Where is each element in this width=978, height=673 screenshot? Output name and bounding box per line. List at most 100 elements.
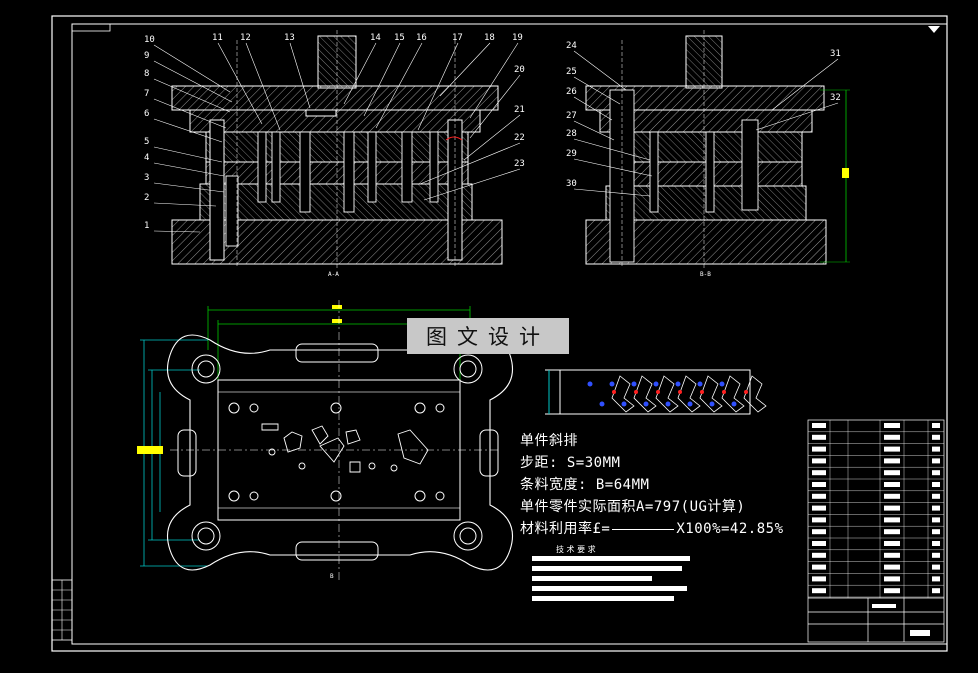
note-line-5: 材料利用率£= X100%=42.85% <box>520 518 784 538</box>
leader-line <box>417 42 459 131</box>
leader-line <box>153 44 231 93</box>
note-line-2: 步距: S=30MM <box>520 455 621 471</box>
leader-line <box>153 78 231 113</box>
part-label: 7 <box>144 89 149 99</box>
pilot-hole <box>621 401 627 407</box>
leader-line <box>153 146 223 163</box>
section-label-b: B-B <box>700 271 711 278</box>
note-line-1: 单件斜排 <box>520 433 578 449</box>
leader-line <box>153 230 201 233</box>
pilot-hole <box>643 401 649 407</box>
part-label: 1 <box>144 221 149 231</box>
part-label: 19 <box>512 33 523 43</box>
part-label: 30 <box>566 179 577 189</box>
part-label: 15 <box>394 33 405 43</box>
part-label: 26 <box>566 87 577 97</box>
leader-line <box>363 42 401 117</box>
part-label: 25 <box>566 67 577 77</box>
part-label: 20 <box>514 65 525 75</box>
part-label: 6 <box>144 109 149 119</box>
section-label-a: A-A <box>328 271 339 278</box>
leader-line <box>423 168 521 201</box>
note-line-4: 单件零件实际面积A=797(UG计算) <box>520 499 746 515</box>
part-label: 24 <box>566 41 577 51</box>
leader-line <box>771 58 839 111</box>
leader-line <box>469 42 519 119</box>
leader-line <box>469 74 521 139</box>
note-line-3: 条料宽度: B=64MM <box>520 477 650 493</box>
pilot-hole <box>709 401 715 407</box>
section-view-b <box>585 30 850 268</box>
strip-part <box>743 375 767 413</box>
leader-line <box>153 202 217 207</box>
leader-lines-side <box>573 50 839 197</box>
part-label: 4 <box>144 153 149 163</box>
part-label: 17 <box>452 33 463 43</box>
leader-line <box>153 118 223 143</box>
marker-hole <box>656 390 660 394</box>
leader-line <box>343 42 377 105</box>
pilot-hole <box>731 401 737 407</box>
part-label: 9 <box>144 51 149 61</box>
part-label: 27 <box>566 111 577 121</box>
pilot-hole <box>697 381 703 387</box>
marker-hole <box>744 390 748 394</box>
leader-line <box>439 42 491 97</box>
title-block <box>807 419 945 643</box>
strip-part <box>655 375 679 413</box>
strip-part <box>611 375 635 413</box>
note-line-5-start: 材料利用率£= <box>520 521 611 537</box>
note-line-5-end: X100%=42.85% <box>676 521 784 537</box>
part-label: 12 <box>240 33 251 43</box>
leader-lines-main <box>153 42 521 233</box>
leader-line <box>573 96 613 121</box>
leader-line <box>573 138 651 161</box>
pilot-hole <box>631 381 637 387</box>
leader-line <box>573 158 653 177</box>
marker-hole <box>722 390 726 394</box>
svg-text:B: B <box>330 573 334 580</box>
leader-line <box>375 42 423 129</box>
part-label: 29 <box>566 149 577 159</box>
part-label: 5 <box>144 137 149 147</box>
leader-line <box>289 42 311 109</box>
pilot-hole <box>687 401 693 407</box>
pilot-hole <box>653 381 659 387</box>
leader-line <box>419 142 521 185</box>
part-label: 11 <box>212 33 223 43</box>
leader-line <box>573 188 651 197</box>
marker-hole <box>700 390 704 394</box>
leader-line <box>463 114 521 161</box>
leader-line <box>573 76 621 105</box>
pilot-hole <box>719 381 725 387</box>
drawing-frame <box>51 15 948 652</box>
leader-line <box>153 60 233 103</box>
leader-line <box>245 42 281 131</box>
leader-line <box>153 162 225 177</box>
part-label: 23 <box>514 159 525 169</box>
leader-line <box>573 120 615 141</box>
part-label: 18 <box>484 33 495 43</box>
leader-line <box>217 42 263 125</box>
pilot-hole <box>609 381 615 387</box>
part-label: 32 <box>830 93 841 103</box>
pilot-hole <box>599 401 605 407</box>
marker-hole <box>678 390 682 394</box>
tech-req-title: 技 术 要 求 <box>556 545 596 554</box>
part-label: 21 <box>514 105 525 115</box>
section-view-a <box>171 30 503 268</box>
part-label: 10 <box>144 35 155 45</box>
part-label: 31 <box>830 49 841 59</box>
strip-part <box>699 375 723 413</box>
marker-hole <box>612 390 616 394</box>
technical-requirements <box>532 556 690 601</box>
marker-hole <box>634 390 638 394</box>
part-label: 13 <box>284 33 295 43</box>
part-label: 2 <box>144 193 149 203</box>
leader-line <box>573 50 627 91</box>
pilot-hole <box>675 381 681 387</box>
part-label: 3 <box>144 173 149 183</box>
